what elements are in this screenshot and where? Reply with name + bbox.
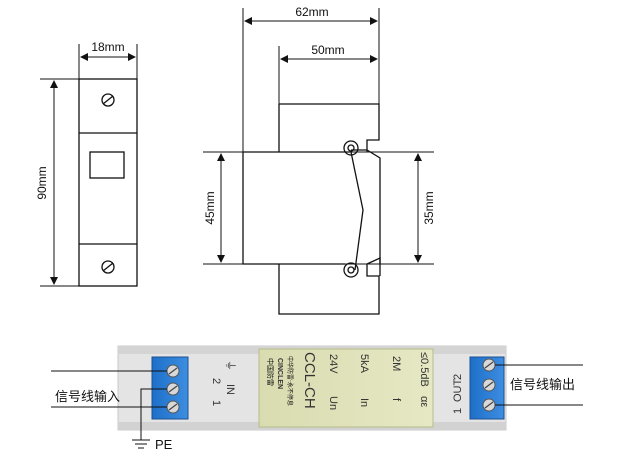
ground-icon xyxy=(132,439,150,449)
dim-depth-total-label: 62mm xyxy=(295,5,328,19)
dim-depth-total: 62mm xyxy=(244,5,378,25)
wire-pe xyxy=(140,388,167,440)
model-name: CCL-CH xyxy=(301,352,318,409)
device-photo: 2 1 ⏚ IN 2 1 OUT 中国防雷 CINCLEN 中华防雷·永不停息 … xyxy=(117,345,507,431)
spec-f-label: f xyxy=(390,398,402,402)
clip-pin-top-icon xyxy=(343,140,359,156)
signal-input-label: 信号线输入 xyxy=(55,389,120,405)
front-view xyxy=(40,44,138,287)
brand-logo: 中国防雷 CINCLEN 中华防雷·永不停息 xyxy=(266,356,294,406)
brand-slogan: 中华防雷·永不停息 xyxy=(286,356,294,406)
right-port-num1: 1 xyxy=(452,408,464,414)
dim-rail-outer-label: 45mm xyxy=(203,191,217,224)
front-body-outline xyxy=(78,78,138,287)
screw-top-icon xyxy=(101,93,115,107)
spec-un-value: 24V xyxy=(327,354,339,374)
spec-ae-label: αε xyxy=(418,396,430,407)
right-port-num2: 2 xyxy=(452,374,464,380)
dim-rail-inner-label: 35mm xyxy=(422,191,436,224)
dim-width-front: 18mm xyxy=(80,40,136,61)
side-view xyxy=(203,8,434,315)
screw-bottom-icon xyxy=(101,260,115,274)
pe-label: PE xyxy=(155,437,173,452)
clip-pin-bottom-icon xyxy=(343,262,359,278)
brand-en: CINCLEN xyxy=(276,358,283,389)
signal-output-label: 信号线输出 xyxy=(510,377,575,393)
wiring xyxy=(51,364,583,449)
spec-in-label: In xyxy=(358,398,370,407)
product-label xyxy=(258,348,434,428)
left-port-name: IN xyxy=(224,384,236,395)
dim-rail-inner: 35mm xyxy=(414,153,436,263)
ground-symbol-icon: ⏚ xyxy=(224,360,237,371)
spec-f-value: 2M xyxy=(390,356,402,371)
spec-in-value: 5kA xyxy=(358,354,370,374)
left-port-num2: 2 xyxy=(210,378,222,384)
dim-height-front: 90mm xyxy=(35,80,58,285)
dim-depth-inner-label: 50mm xyxy=(311,43,344,57)
rail-clip-lever xyxy=(350,151,364,271)
left-port-num1: 1 xyxy=(210,400,222,406)
dim-rail-outer: 45mm xyxy=(203,153,225,263)
dim-height-label: 90mm xyxy=(35,166,49,199)
dim-depth-inner: 50mm xyxy=(280,43,378,63)
dim-width-label: 18mm xyxy=(91,40,124,54)
spec-ae-value: ≤0.5dB xyxy=(418,352,430,387)
side-bottom-outline xyxy=(278,264,380,315)
side-top-outline xyxy=(279,103,380,152)
brand-cn: 中国防雷 xyxy=(266,358,275,386)
front-window xyxy=(89,151,125,179)
spec-un-label: Un xyxy=(327,396,339,410)
right-port-name: OUT xyxy=(452,379,464,403)
